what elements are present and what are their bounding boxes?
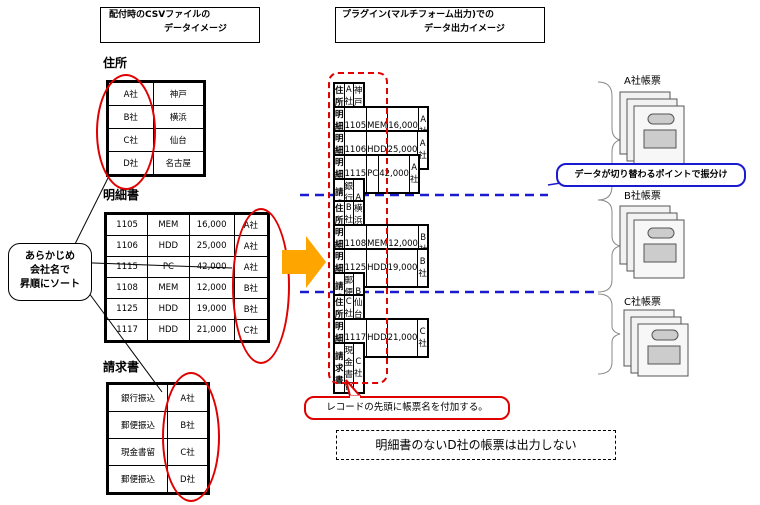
record-cell: C社 (353, 342, 365, 394)
prefix-callout: レコードの先頭に帳票名を付加する。 (304, 396, 510, 420)
invoice-heading: 請求書 (103, 360, 140, 374)
form-label-b: B社帳票 (624, 191, 661, 202)
table-cell: 郵便振込 (106, 465, 169, 494)
record-cell: C社 (417, 318, 429, 358)
form-name-highlight (328, 72, 388, 384)
company-highlight-invoice (162, 372, 220, 502)
record-cell: PC (366, 154, 380, 194)
address-heading: 住所 (103, 56, 128, 70)
table-cell: 名古屋 (152, 151, 206, 176)
form-name-cell: 請求書 (333, 342, 345, 394)
table-cell: 横浜 (152, 105, 206, 129)
details-heading: 明細書 (103, 188, 140, 202)
flow-arrow (282, 236, 326, 288)
company-highlight-details (232, 208, 290, 364)
company-highlight-address (96, 74, 156, 190)
form-label-a: A社帳票 (624, 76, 661, 87)
record-cell: B社 (417, 248, 429, 288)
right-title: プラグイン(マルチフォーム出力)での データ出力イメージ (335, 7, 545, 43)
skip-note: 明細書のないD社の帳票は出力しない (336, 430, 616, 460)
table-cell: HDD (147, 319, 190, 342)
document-stack-icon-b (619, 205, 685, 279)
record-cell: 21,000 (386, 318, 419, 358)
form-label-c: C社帳票 (624, 297, 661, 308)
document-stack-icon-c (623, 309, 689, 377)
record-cell: 42,000 (378, 154, 410, 194)
left-title: 配付時のCSVファイルの データイメージ (100, 7, 260, 43)
sort-callout: あらかじめ 会社名で 昇順にソート (8, 243, 92, 301)
switch-point-callout: データが切り替わるポイントで振分け (556, 163, 746, 187)
document-stack-icon-a (619, 91, 685, 169)
record-cell: A社 (417, 130, 429, 170)
record-cell: A社 (408, 154, 420, 194)
brace-c (597, 293, 621, 375)
record-cell: 19,000 (386, 248, 419, 288)
connector-line-details (65, 261, 233, 269)
table-cell: 郵便振込 (106, 411, 169, 439)
